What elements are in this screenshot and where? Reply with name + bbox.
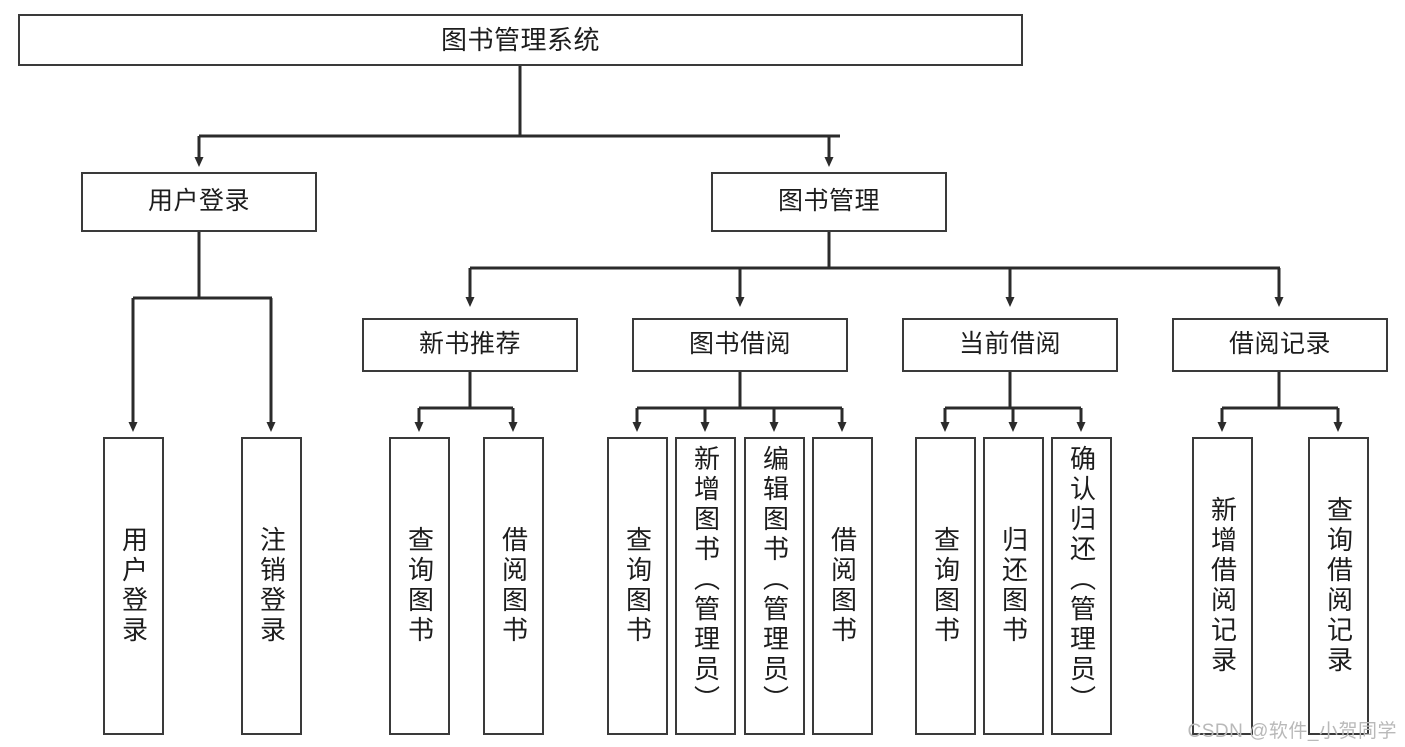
node-label: 查询图书 [404,526,435,646]
node-label: 注销登录 [256,526,287,646]
node-label: 归还图书 [998,526,1029,646]
node-book-management[interactable]: 图书管理 [711,172,947,232]
node-label: 编辑图书（管理员） [759,445,790,715]
node-label: 图书管理 [777,187,880,216]
node-label: 图书管理系统 [440,24,600,55]
node-new-book-recommend[interactable]: 新书推荐 [362,318,578,372]
node-label: 用户登录 [147,187,250,216]
node-label: 新增图书（管理员） [690,445,721,715]
leaf-book-borrow-borrow-book[interactable]: 借阅图书 [812,437,873,735]
watermark-text: CSDN @软件_小贺同学 [1187,721,1397,742]
node-label: 借阅图书 [498,526,529,646]
leaf-book-borrow-add-book-admin[interactable]: 新增图书（管理员） [675,437,736,735]
node-current-borrow[interactable]: 当前借阅 [902,318,1118,372]
leaf-borrow-record-query-record[interactable]: 查询借阅记录 [1308,437,1369,735]
leaf-new-book-query-book[interactable]: 查询图书 [389,437,450,735]
leaf-borrow-record-add-record[interactable]: 新增借阅记录 [1192,437,1253,735]
node-label: 新增借阅记录 [1207,496,1238,676]
leaf-book-borrow-edit-book-admin[interactable]: 编辑图书（管理员） [744,437,805,735]
node-label: 查询图书 [622,526,653,646]
node-label: 当前借阅 [958,330,1061,359]
node-label: 新书推荐 [418,330,521,359]
node-label: 查询借阅记录 [1323,496,1354,676]
leaf-current-borrow-confirm-return-admin[interactable]: 确认归还（管理员） [1051,437,1112,735]
node-label: 用户登录 [118,526,149,646]
node-label: 借阅记录 [1228,330,1331,359]
leaf-current-borrow-query-book[interactable]: 查询图书 [915,437,976,735]
node-label: 图书借阅 [688,330,791,359]
node-label: 借阅图书 [827,526,858,646]
leaf-book-borrow-query-book[interactable]: 查询图书 [607,437,668,735]
node-label: 确认归还（管理员） [1066,445,1097,715]
leaf-user-login-logout[interactable]: 注销登录 [241,437,302,735]
leaf-user-login-login[interactable]: 用户登录 [103,437,164,735]
node-borrow-record[interactable]: 借阅记录 [1172,318,1388,372]
leaf-current-borrow-return-book[interactable]: 归还图书 [983,437,1044,735]
leaf-new-book-borrow-book[interactable]: 借阅图书 [483,437,544,735]
node-book-borrow[interactable]: 图书借阅 [632,318,848,372]
node-user-login[interactable]: 用户登录 [81,172,317,232]
node-root-book-management-system[interactable]: 图书管理系统 [18,14,1023,66]
node-label: 查询图书 [930,526,961,646]
